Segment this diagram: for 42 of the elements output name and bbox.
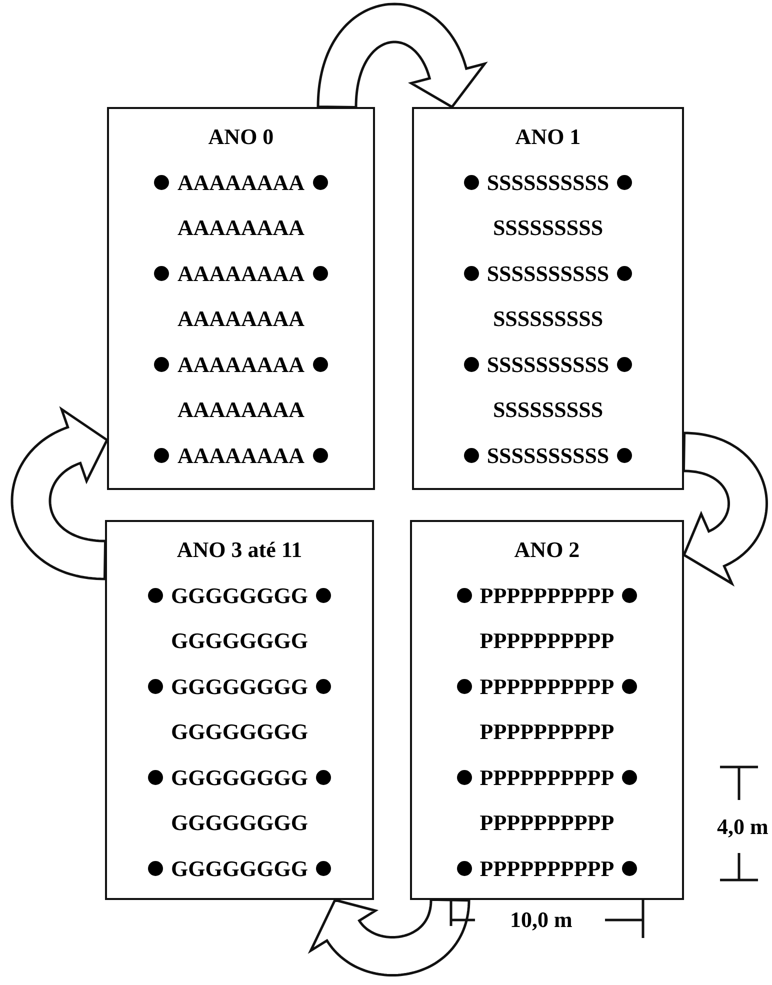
- crop-row-text: SSSSSSSSS: [492, 215, 604, 241]
- curved-arrow: [10, 406, 109, 580]
- crop-row-text: AAAAAAAA: [177, 170, 305, 196]
- crop-row-text: GGGGGGGG: [171, 674, 308, 700]
- curved-arrow: [308, 898, 470, 976]
- curved-arrow: [682, 432, 768, 587]
- crop-row-text: PPPPPPPPPP: [480, 628, 614, 654]
- curved-arrow: [316, 2, 488, 109]
- crop-row-text: AAAAAAAA: [177, 306, 305, 332]
- plot-title: ANO 2: [513, 537, 581, 563]
- crop-row-text: AAAAAAAA: [177, 260, 305, 286]
- crop-row-text: AAAAAAAA: [177, 397, 305, 423]
- crop-row-text: AAAAAAAA: [177, 215, 305, 241]
- crop-row-text: GGGGGGGG: [171, 628, 308, 654]
- crop-row-text: SSSSSSSSSS: [486, 260, 610, 286]
- crop-row-text: AAAAAAAA: [177, 352, 305, 378]
- crop-row-text: GGGGGGGG: [171, 856, 308, 882]
- plot-title: ANO 3 até 11: [176, 537, 304, 563]
- crop-row-text: SSSSSSSSSS: [486, 170, 610, 196]
- crop-row-text: GGGGGGGG: [171, 764, 308, 790]
- plot-box: [107, 107, 375, 490]
- crop-row-text: PPPPPPPPPP: [480, 856, 614, 882]
- plot-box: [105, 520, 374, 900]
- dimension-label: 4,0 m: [717, 814, 768, 840]
- plot-title: ANO 1: [514, 124, 582, 150]
- crop-row-text: PPPPPPPPPP: [480, 719, 614, 745]
- plot-box: [410, 520, 684, 900]
- crop-row-text: PPPPPPPPPP: [480, 674, 614, 700]
- crop-row-text: PPPPPPPPPP: [480, 810, 614, 836]
- crop-row-text: SSSSSSSSS: [492, 306, 604, 332]
- crop-row-text: PPPPPPPPPP: [480, 764, 614, 790]
- crop-row-text: GGGGGGGG: [171, 582, 308, 608]
- plot-box: [412, 107, 684, 490]
- plot-title: ANO 0: [207, 124, 275, 150]
- crop-row-text: SSSSSSSSSS: [486, 442, 610, 468]
- crop-row-text: SSSSSSSSSS: [486, 352, 610, 378]
- dimension-label: 10,0 m: [510, 907, 572, 933]
- crop-row-text: SSSSSSSSS: [492, 397, 604, 423]
- crop-row-text: PPPPPPPPPP: [480, 582, 614, 608]
- crop-row-text: GGGGGGGG: [171, 810, 308, 836]
- crop-row-text: AAAAAAAA: [177, 442, 305, 468]
- crop-row-text: GGGGGGGG: [171, 719, 308, 745]
